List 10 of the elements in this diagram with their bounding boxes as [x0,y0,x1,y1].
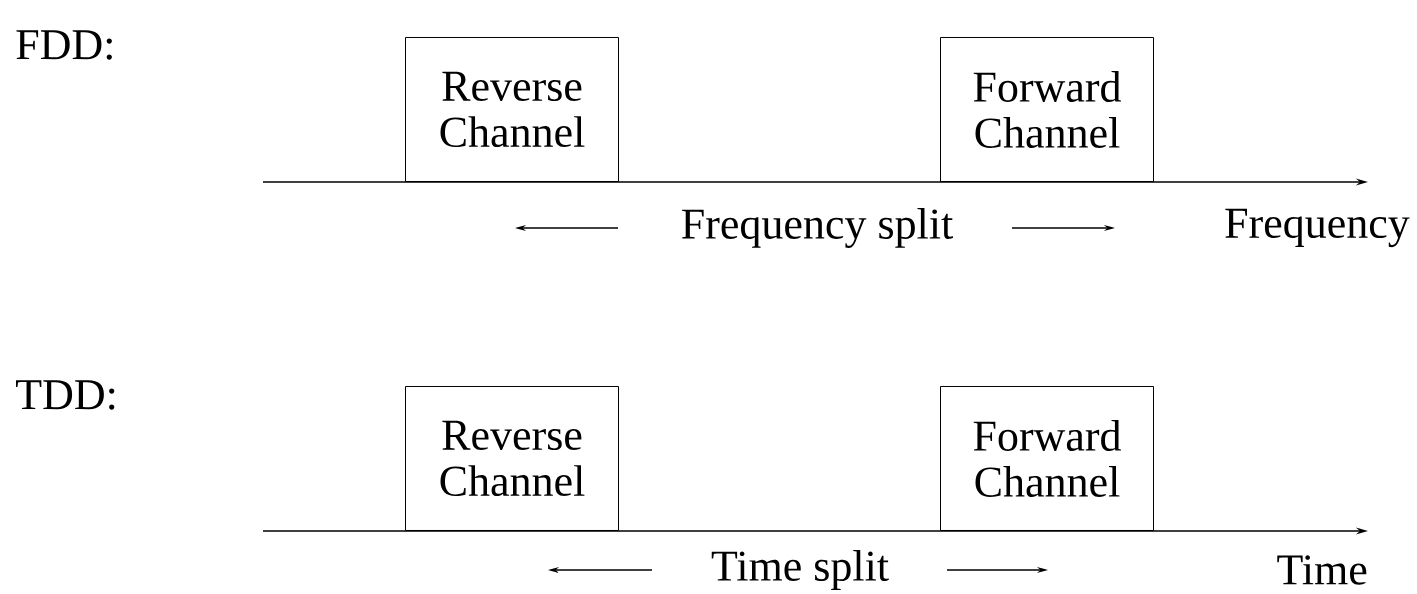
axis-label: Time [1277,555,1367,585]
axis-label: Frequency [1225,208,1410,248]
channel-box: Forward Channel [940,386,1154,531]
channel-box: Reverse Channel [405,386,619,531]
channel-box: Forward Channel [940,37,1154,182]
split-label: Frequency split [682,208,953,248]
split-label: Time split [711,550,889,590]
row-label: TDD: [16,380,115,410]
channel-box: Reverse Channel [405,37,619,182]
row-label: FDD: [16,30,112,60]
